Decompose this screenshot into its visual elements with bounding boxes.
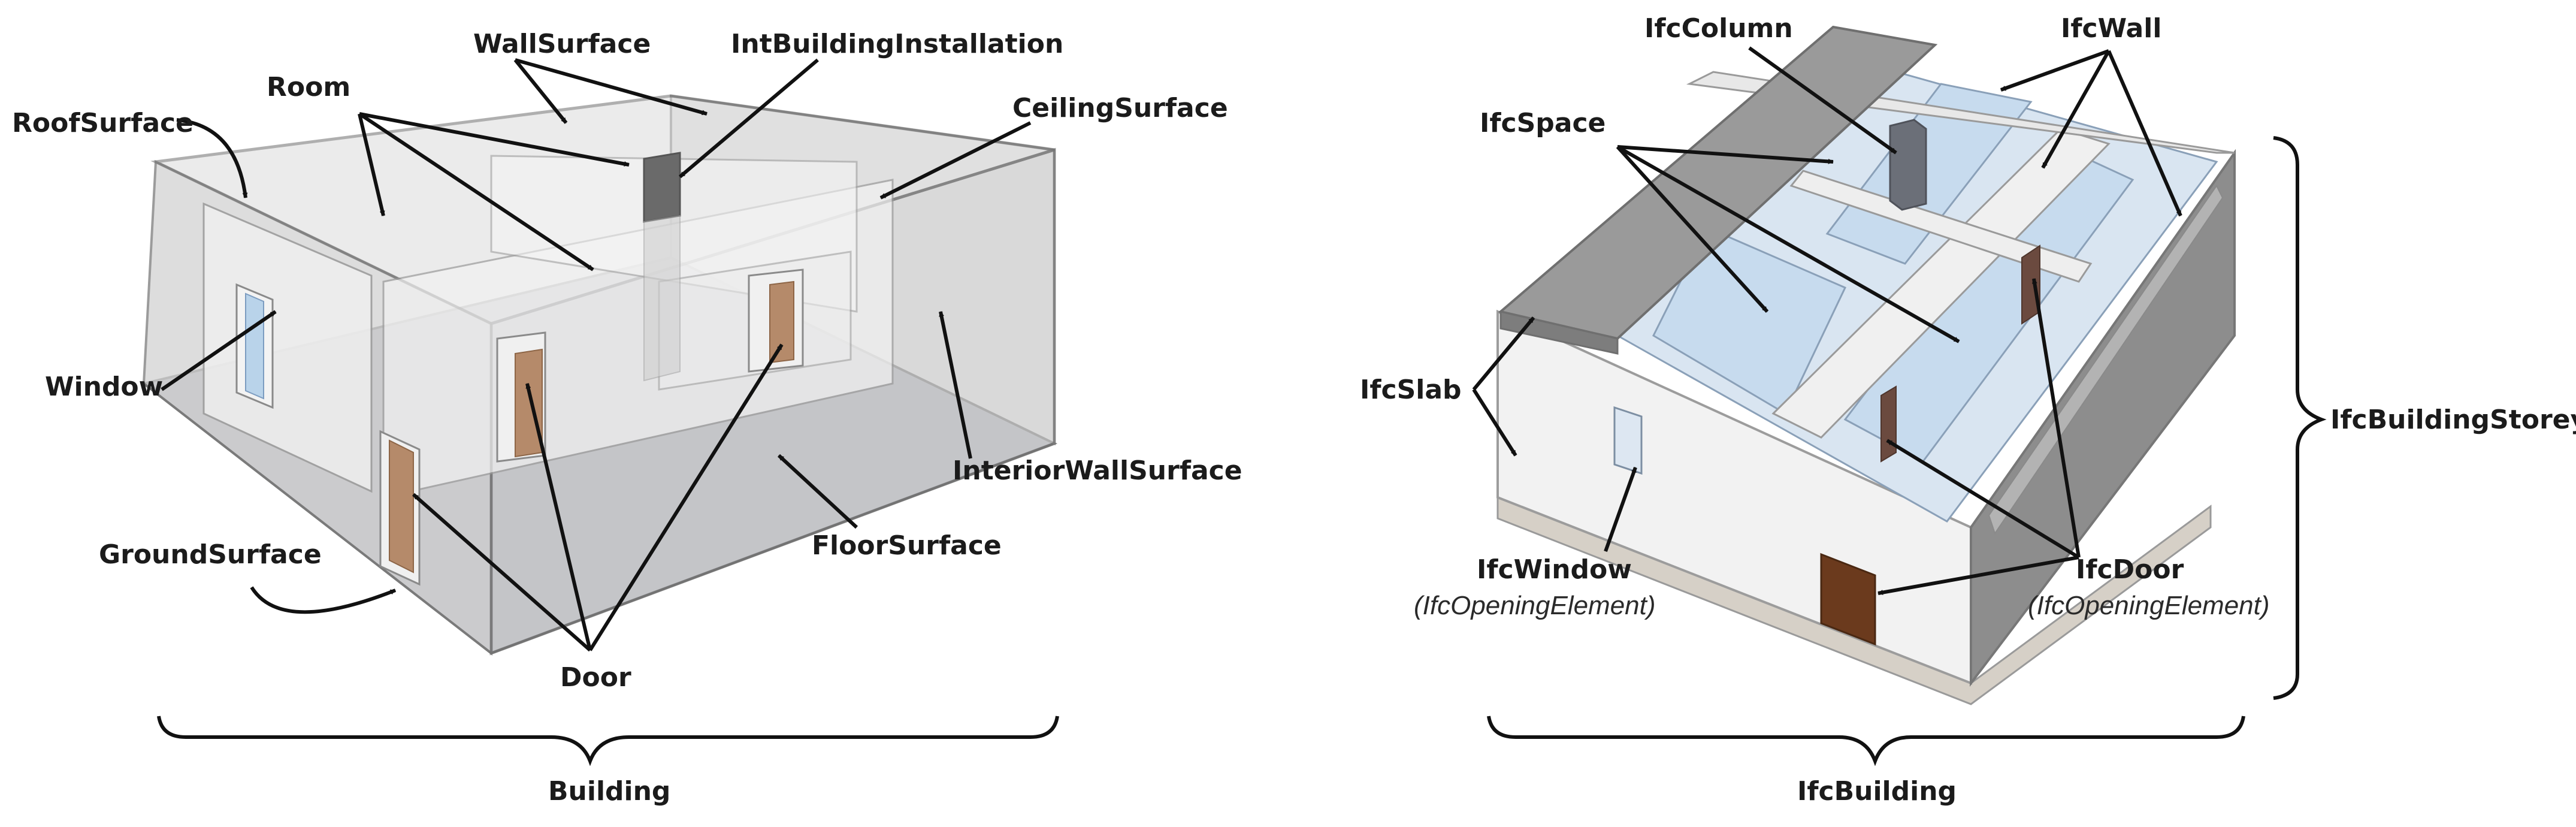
label-door: Door: [560, 662, 631, 693]
citygml-building-illustration: [141, 94, 1058, 656]
label-ifc-wall: IfcWall: [2061, 13, 2161, 44]
label-building: Building: [548, 776, 670, 807]
label-room: Room: [267, 72, 350, 102]
door-back-leaf: [769, 280, 794, 364]
label-ifc-space: IfcSpace: [1480, 108, 1606, 138]
label-ifc-door: IfcDoor: [2076, 554, 2184, 585]
ifc-interior-wall-cross: [1789, 170, 2093, 283]
label-interior-wall-surface: InteriorWallSurface: [953, 455, 1242, 486]
ifc-leader-lines: [1472, 46, 2182, 596]
label-floor-surface: FloorSurface: [812, 530, 1002, 561]
ifc-door-interior-a: [1880, 385, 1897, 463]
citygml-labels: Room WallSurface IntBuildingInstallation…: [12, 29, 1242, 807]
label-int-building-installation: IntBuildingInstallation: [731, 29, 1063, 59]
label-roof-surface: RoofSurface: [12, 108, 193, 138]
label-ifc-slab: IfcSlab: [1360, 375, 1462, 405]
label-ceiling-surface: CeilingSurface: [1012, 93, 1228, 123]
building-brace: [157, 716, 1059, 766]
ifc-right-wall: [1970, 149, 2236, 687]
installation-column-shaft: [643, 215, 681, 382]
ifc-building-illustration: [1496, 25, 2236, 705]
door-middle-leaf: [515, 348, 543, 458]
ifc-right-wall-inner: [1988, 185, 2224, 535]
ifc-storey-brace: [2273, 136, 2327, 700]
installation-column: [643, 152, 681, 223]
ifc-labels: IfcColumn IfcWall IfcSpace IfcSlab IfcBu…: [1360, 13, 2576, 807]
label-wall-surface: WallSurface: [473, 29, 651, 59]
window-glass: [245, 292, 264, 400]
label-ifc-column: IfcColumn: [1644, 13, 1793, 44]
ifc-door-interior-b: [2021, 245, 2040, 325]
label-window: Window: [45, 372, 163, 402]
label-ifc-door-sub: (IfcOpeningElement): [2028, 591, 2270, 620]
citygml-leader-lines: [161, 58, 1032, 652]
label-ifc-window-sub: (IfcOpeningElement): [1414, 591, 1656, 620]
label-ifc-building-storey: IfcBuildingStorey: [2330, 405, 2576, 435]
ifc-building-brace: [1487, 716, 2245, 766]
interior-wall-a: [202, 202, 373, 493]
ifc-window-shape: [1613, 406, 1643, 475]
ifc-door-front: [1820, 553, 1876, 646]
ifc-column-shape: [1889, 119, 1927, 211]
label-ifc-building: IfcBuilding: [1797, 776, 1957, 807]
label-ifc-window: IfcWindow: [1477, 554, 1632, 585]
door-front-leaf: [389, 439, 414, 574]
label-ground-surface: GroundSurface: [99, 539, 322, 570]
